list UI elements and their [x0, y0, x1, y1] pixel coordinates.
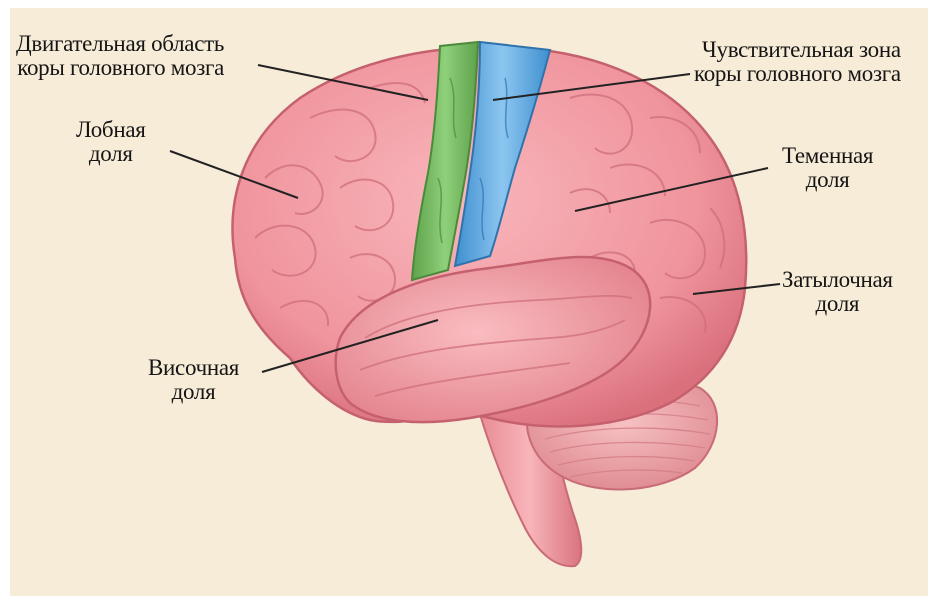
motor-cortex-label-line1: Двигательная область: [16, 32, 224, 56]
frontal-lobe-label: Лобная доля: [76, 118, 146, 166]
motor-cortex-label-line2: коры головного мозга: [16, 56, 224, 80]
occipital-lobe-label-line2: доля: [782, 292, 893, 316]
frontal-lobe-label-line1: Лобная: [76, 118, 146, 142]
sensory-cortex-label-line1: Чувствительная зона: [694, 38, 901, 62]
temporal-lobe-label: Височная доля: [148, 356, 239, 404]
frontal-lobe-label-line2: доля: [76, 142, 146, 166]
temporal-lobe-label-line1: Височная: [148, 356, 239, 380]
occipital-lobe-label-line1: Затылочная: [782, 268, 893, 292]
brain-diagram: Двигательная область коры головного мозг…: [10, 8, 928, 596]
occipital-lobe-label: Затылочная доля: [782, 268, 893, 316]
temporal-lobe-label-line2: доля: [148, 380, 239, 404]
parietal-lobe-label-line2: доля: [782, 168, 873, 192]
parietal-lobe-label: Теменная доля: [782, 144, 873, 192]
motor-cortex-label: Двигательная область коры головного мозг…: [16, 32, 224, 80]
sensory-cortex-label: Чувствительная зона коры головного мозга: [694, 38, 901, 86]
parietal-lobe-label-line1: Теменная: [782, 144, 873, 168]
sensory-cortex-label-line2: коры головного мозга: [694, 62, 901, 86]
